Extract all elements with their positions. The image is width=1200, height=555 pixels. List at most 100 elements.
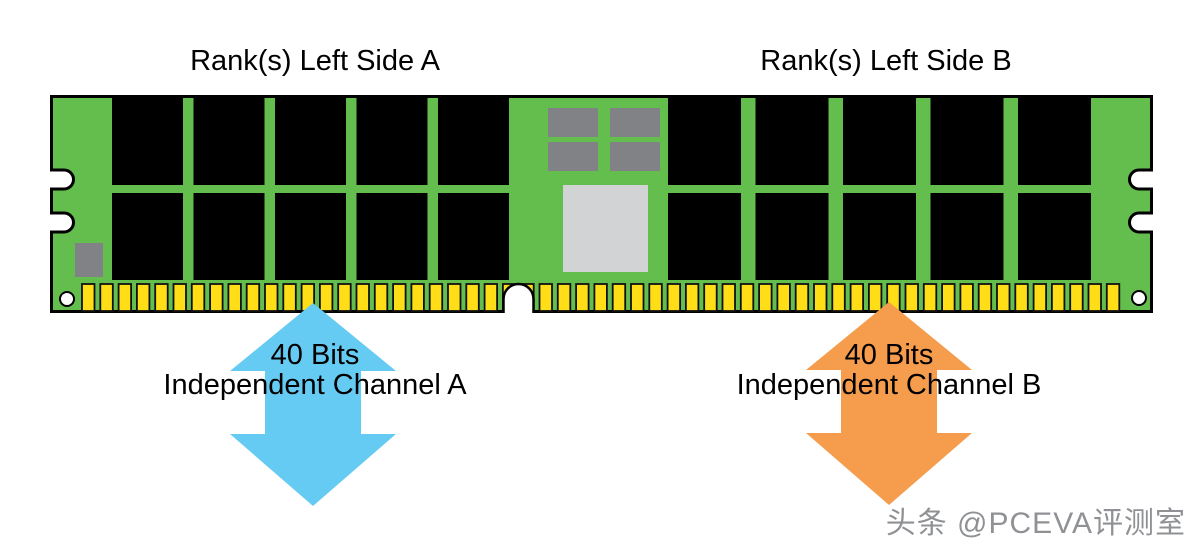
- channel-b-arrow: [806, 302, 972, 505]
- channel-b-bits: 40 Bits: [844, 339, 934, 371]
- gold-pin: [81, 283, 96, 312]
- dram-chip: [755, 193, 829, 280]
- gold-pin: [794, 283, 810, 312]
- buffer-chip: [548, 108, 598, 137]
- gold-pin: [904, 283, 919, 312]
- gold-pin: [941, 283, 956, 312]
- channel-b-label: 40 Bits Independent Channel B: [639, 340, 1139, 400]
- gold-pin: [447, 283, 462, 312]
- gold-pin: [648, 283, 663, 312]
- gold-pin: [1014, 283, 1029, 312]
- gold-pin: [739, 283, 755, 312]
- dram-chip: [193, 193, 265, 280]
- channel-b-name: Independent Channel B: [736, 369, 1042, 401]
- gold-pin: [172, 283, 187, 312]
- edge-notch-right: [1128, 211, 1153, 234]
- dram-chip: [356, 98, 428, 185]
- gold-pin: [813, 283, 828, 312]
- gold-pin: [703, 283, 718, 312]
- gold-pin: [666, 283, 681, 312]
- channel-a-name: Independent Channel A: [163, 369, 467, 401]
- gold-pin: [245, 283, 261, 312]
- mounting-hole: [59, 291, 75, 307]
- key-notch: [502, 282, 535, 313]
- gold-pin: [831, 283, 846, 312]
- dram-chip: [755, 98, 829, 185]
- gold-pin: [977, 283, 993, 312]
- gold-pin: [996, 283, 1011, 312]
- gold-pin: [868, 283, 883, 312]
- gold-pin: [776, 283, 791, 312]
- dram-chip: [438, 193, 509, 280]
- gold-pin: [392, 283, 407, 312]
- gold-pin: [209, 283, 224, 312]
- dimm-board-svg: [50, 95, 1153, 313]
- gold-pin: [721, 283, 736, 312]
- edge-notch-left: [50, 211, 75, 234]
- dram-chip: [1018, 193, 1091, 280]
- channel-a-label: 40 Bits Independent Channel A: [65, 340, 565, 400]
- gold-pin: [1069, 283, 1084, 312]
- gold-pin: [556, 283, 572, 312]
- gold-pin: [849, 283, 864, 312]
- gold-pin: [1087, 283, 1102, 312]
- gold-pin: [318, 283, 334, 312]
- dram-chip: [668, 193, 741, 280]
- dram-chip: [668, 98, 741, 185]
- gold-pin: [575, 283, 590, 312]
- gold-pin: [593, 283, 608, 312]
- rcd-chip: [563, 185, 648, 272]
- channel-b-arrow-shape: [806, 302, 972, 505]
- dram-chip: [275, 193, 346, 280]
- gold-pin: [611, 283, 627, 312]
- gold-pin: [373, 283, 389, 312]
- gold-pin: [922, 283, 938, 312]
- edge-notch-right: [1128, 168, 1153, 191]
- rank-label-b: Rank(s) Left Side B: [760, 45, 1012, 77]
- channel-a-arrow: [230, 303, 396, 506]
- gold-pin: [355, 283, 370, 312]
- gold-pin: [337, 283, 352, 312]
- gold-pin: [758, 283, 773, 312]
- dram-chip: [843, 193, 916, 280]
- dram-chip: [438, 98, 509, 185]
- gold-pin: [1051, 283, 1066, 312]
- buffer-chip: [610, 108, 660, 137]
- gold-pin: [1032, 283, 1047, 312]
- gold-pin: [428, 283, 444, 312]
- mounting-hole: [1131, 290, 1147, 306]
- gold-pin: [465, 283, 480, 312]
- spd-chip: [75, 243, 103, 277]
- gold-pin: [117, 283, 132, 312]
- dram-chip: [930, 193, 1004, 280]
- channel-a-bits: 40 Bits: [270, 339, 360, 371]
- gold-pin: [959, 283, 974, 312]
- channel-a-arrow-shape: [230, 303, 396, 506]
- gold-pin: [282, 283, 297, 312]
- gold-pin: [136, 283, 151, 312]
- buffer-chip: [548, 142, 598, 171]
- dram-chip: [112, 193, 183, 280]
- dram-chip: [275, 98, 346, 185]
- buffer-chip: [610, 142, 660, 171]
- gold-pin: [630, 283, 645, 312]
- dram-chip: [1018, 98, 1091, 185]
- gold-pin: [264, 283, 279, 312]
- gold-pin: [483, 283, 499, 312]
- gold-pin: [227, 283, 242, 312]
- gold-pin: [1105, 283, 1121, 312]
- dram-chip: [843, 98, 916, 185]
- dram-chip: [930, 98, 1004, 185]
- gold-pin: [154, 283, 169, 312]
- edge-notch-left: [50, 168, 75, 191]
- rank-label-a: Rank(s) Left Side A: [190, 45, 440, 77]
- dram-chip: [112, 98, 183, 185]
- dram-chip: [356, 193, 428, 280]
- watermark: 头条 @PCEVA评测室: [885, 507, 1186, 540]
- dram-chip: [193, 98, 265, 185]
- gold-pin: [99, 283, 114, 312]
- gold-pin: [410, 283, 425, 312]
- gold-pin: [190, 283, 206, 312]
- gold-pin: [685, 283, 700, 312]
